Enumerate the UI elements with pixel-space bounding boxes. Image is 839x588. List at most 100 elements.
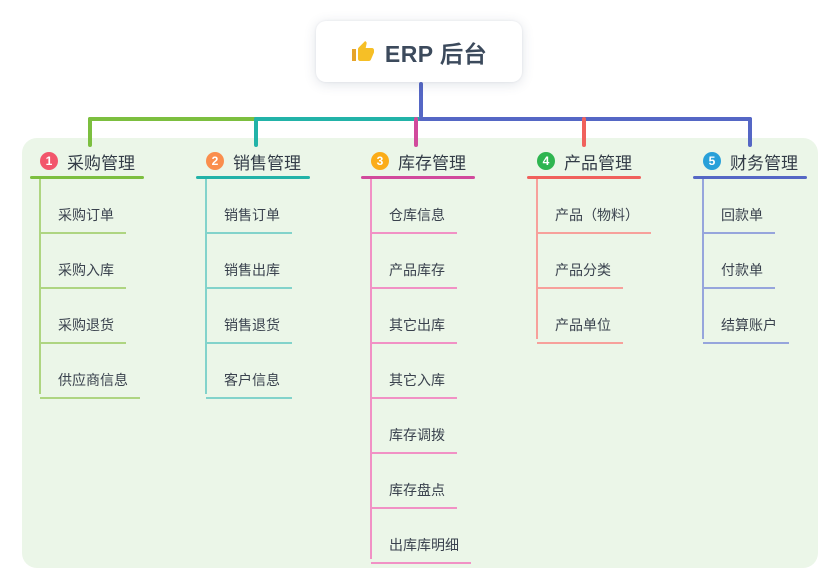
branch-index-badge: 5 — [703, 152, 721, 170]
child-underline: 回款单 — [703, 205, 775, 234]
branches-panel — [22, 138, 818, 568]
child-label: 出库库明细 — [389, 537, 459, 553]
child-underline: 产品分类 — [537, 260, 623, 289]
child-underline: 客户信息 — [206, 370, 292, 399]
child-underline: 采购订单 — [40, 205, 126, 234]
child-underline: 付款单 — [703, 260, 775, 289]
child-underline: 库存盘点 — [371, 480, 457, 509]
child-node[interactable]: 出库库明细 — [361, 509, 475, 564]
branch-children: 仓库信息产品库存其它出库其它入库库存调拨库存盘点出库库明细 — [361, 179, 475, 564]
branch-underline — [196, 176, 310, 179]
child-underline: 仓库信息 — [371, 205, 457, 234]
branch-index-badge: 3 — [371, 152, 389, 170]
child-node[interactable]: 其它入库 — [361, 344, 475, 399]
branch: 4 产品管理 产品（物料） 产品分类产品单位 — [527, 146, 651, 344]
root-node[interactable]: ERP 后台 — [316, 21, 522, 82]
branch-underline — [30, 176, 144, 179]
child-label: 结算账户 — [721, 317, 777, 333]
child-node[interactable]: 产品单位 — [527, 289, 641, 344]
child-label: 产品单位 — [555, 317, 611, 333]
child-underline: 销售订单 — [206, 205, 292, 234]
child-underline: 销售退货 — [206, 315, 292, 344]
child-label: 采购订单 — [58, 207, 114, 223]
child-label: 库存盘点 — [389, 482, 445, 498]
branch-children: 产品（物料） 产品分类产品单位 — [527, 179, 651, 344]
child-node[interactable]: 产品（物料） — [527, 179, 651, 234]
child-node[interactable]: 仓库信息 — [361, 179, 475, 234]
child-node[interactable]: 采购退货 — [30, 289, 144, 344]
child-node[interactable]: 库存盘点 — [361, 454, 475, 509]
child-node[interactable]: 采购订单 — [30, 179, 144, 234]
branch-children: 采购订单采购入库采购退货供应商信息 — [30, 179, 144, 399]
child-label: 销售出库 — [224, 262, 280, 278]
child-label: 采购退货 — [58, 317, 114, 333]
branch-node[interactable]: 1 采购管理 — [30, 146, 144, 176]
child-underline: 库存调拨 — [371, 425, 457, 454]
branch-connector-drop — [748, 117, 752, 147]
child-node[interactable]: 客户信息 — [196, 344, 310, 399]
child-underline: 产品库存 — [371, 260, 457, 289]
root-node-label: ERP 后台 — [384, 40, 488, 67]
child-underline: 其它入库 — [371, 370, 457, 399]
branch-node[interactable]: 5 财务管理 — [693, 146, 807, 176]
branch-label: 财务管理 — [730, 153, 798, 173]
branch-connector-drop — [88, 117, 92, 147]
child-node[interactable]: 其它出库 — [361, 289, 475, 344]
child-node[interactable]: 销售出库 — [196, 234, 310, 289]
branch-index-badge: 1 — [40, 152, 58, 170]
child-node[interactable]: 采购入库 — [30, 234, 144, 289]
child-underline: 结算账户 — [703, 315, 789, 344]
child-underline: 采购入库 — [40, 260, 126, 289]
branch-underline — [527, 176, 641, 179]
child-label: 产品库存 — [389, 262, 445, 278]
child-label: 产品分类 — [555, 262, 611, 278]
child-underline: 产品（物料） — [537, 205, 651, 234]
branch-index-badge: 2 — [206, 152, 224, 170]
child-connector-line — [702, 179, 704, 339]
child-underline: 出库库明细 — [371, 535, 471, 564]
child-label: 仓库信息 — [389, 207, 445, 223]
branch-underline — [361, 176, 475, 179]
child-label: 库存调拨 — [389, 427, 445, 443]
branch: 1 采购管理 采购订单采购入库采购退货供应商信息 — [30, 146, 144, 399]
branch: 2 销售管理 销售订单销售出库销售退货客户信息 — [196, 146, 310, 399]
branch: 3 库存管理 仓库信息产品库存其它出库其它入库库存调拨库存盘点出库库明细 — [361, 146, 475, 564]
branch: 5 财务管理 回款单付款单结算账户 — [693, 146, 807, 344]
branch-children: 回款单付款单结算账户 — [693, 179, 807, 344]
child-underline: 采购退货 — [40, 315, 126, 344]
child-node[interactable]: 销售订单 — [196, 179, 310, 234]
branch-node[interactable]: 4 产品管理 — [527, 146, 641, 176]
branch-label: 采购管理 — [67, 153, 135, 173]
branch-node[interactable]: 2 销售管理 — [196, 146, 310, 176]
child-label: 销售退货 — [224, 317, 280, 333]
child-underline: 销售出库 — [206, 260, 292, 289]
child-node[interactable]: 付款单 — [693, 234, 807, 289]
child-node[interactable]: 销售退货 — [196, 289, 310, 344]
child-label: 回款单 — [721, 207, 763, 223]
branch-connector-hline — [254, 117, 423, 121]
branch-connector-drop — [582, 117, 586, 147]
child-label: 采购入库 — [58, 262, 114, 278]
branch-connector-drop — [254, 117, 258, 147]
child-node[interactable]: 结算账户 — [693, 289, 807, 344]
child-label: 供应商信息 — [58, 372, 128, 388]
child-underline: 产品单位 — [537, 315, 623, 344]
child-label: 客户信息 — [224, 372, 280, 388]
child-connector-line — [39, 179, 41, 394]
branch-underline — [693, 176, 807, 179]
child-connector-line — [205, 179, 207, 394]
child-label: 其它出库 — [389, 317, 445, 333]
child-connector-line — [370, 179, 372, 559]
child-node[interactable]: 供应商信息 — [30, 344, 144, 399]
child-label: 其它入库 — [389, 372, 445, 388]
child-label: 产品（物料） — [555, 207, 639, 223]
child-underline: 供应商信息 — [40, 370, 140, 399]
child-node[interactable]: 产品分类 — [527, 234, 641, 289]
branch-label: 销售管理 — [233, 153, 301, 173]
child-node[interactable]: 库存调拨 — [361, 399, 475, 454]
child-node[interactable]: 回款单 — [693, 179, 807, 234]
branch-node[interactable]: 3 库存管理 — [361, 146, 475, 176]
child-node[interactable]: 产品库存 — [361, 234, 475, 289]
root-connector-line — [419, 82, 423, 118]
